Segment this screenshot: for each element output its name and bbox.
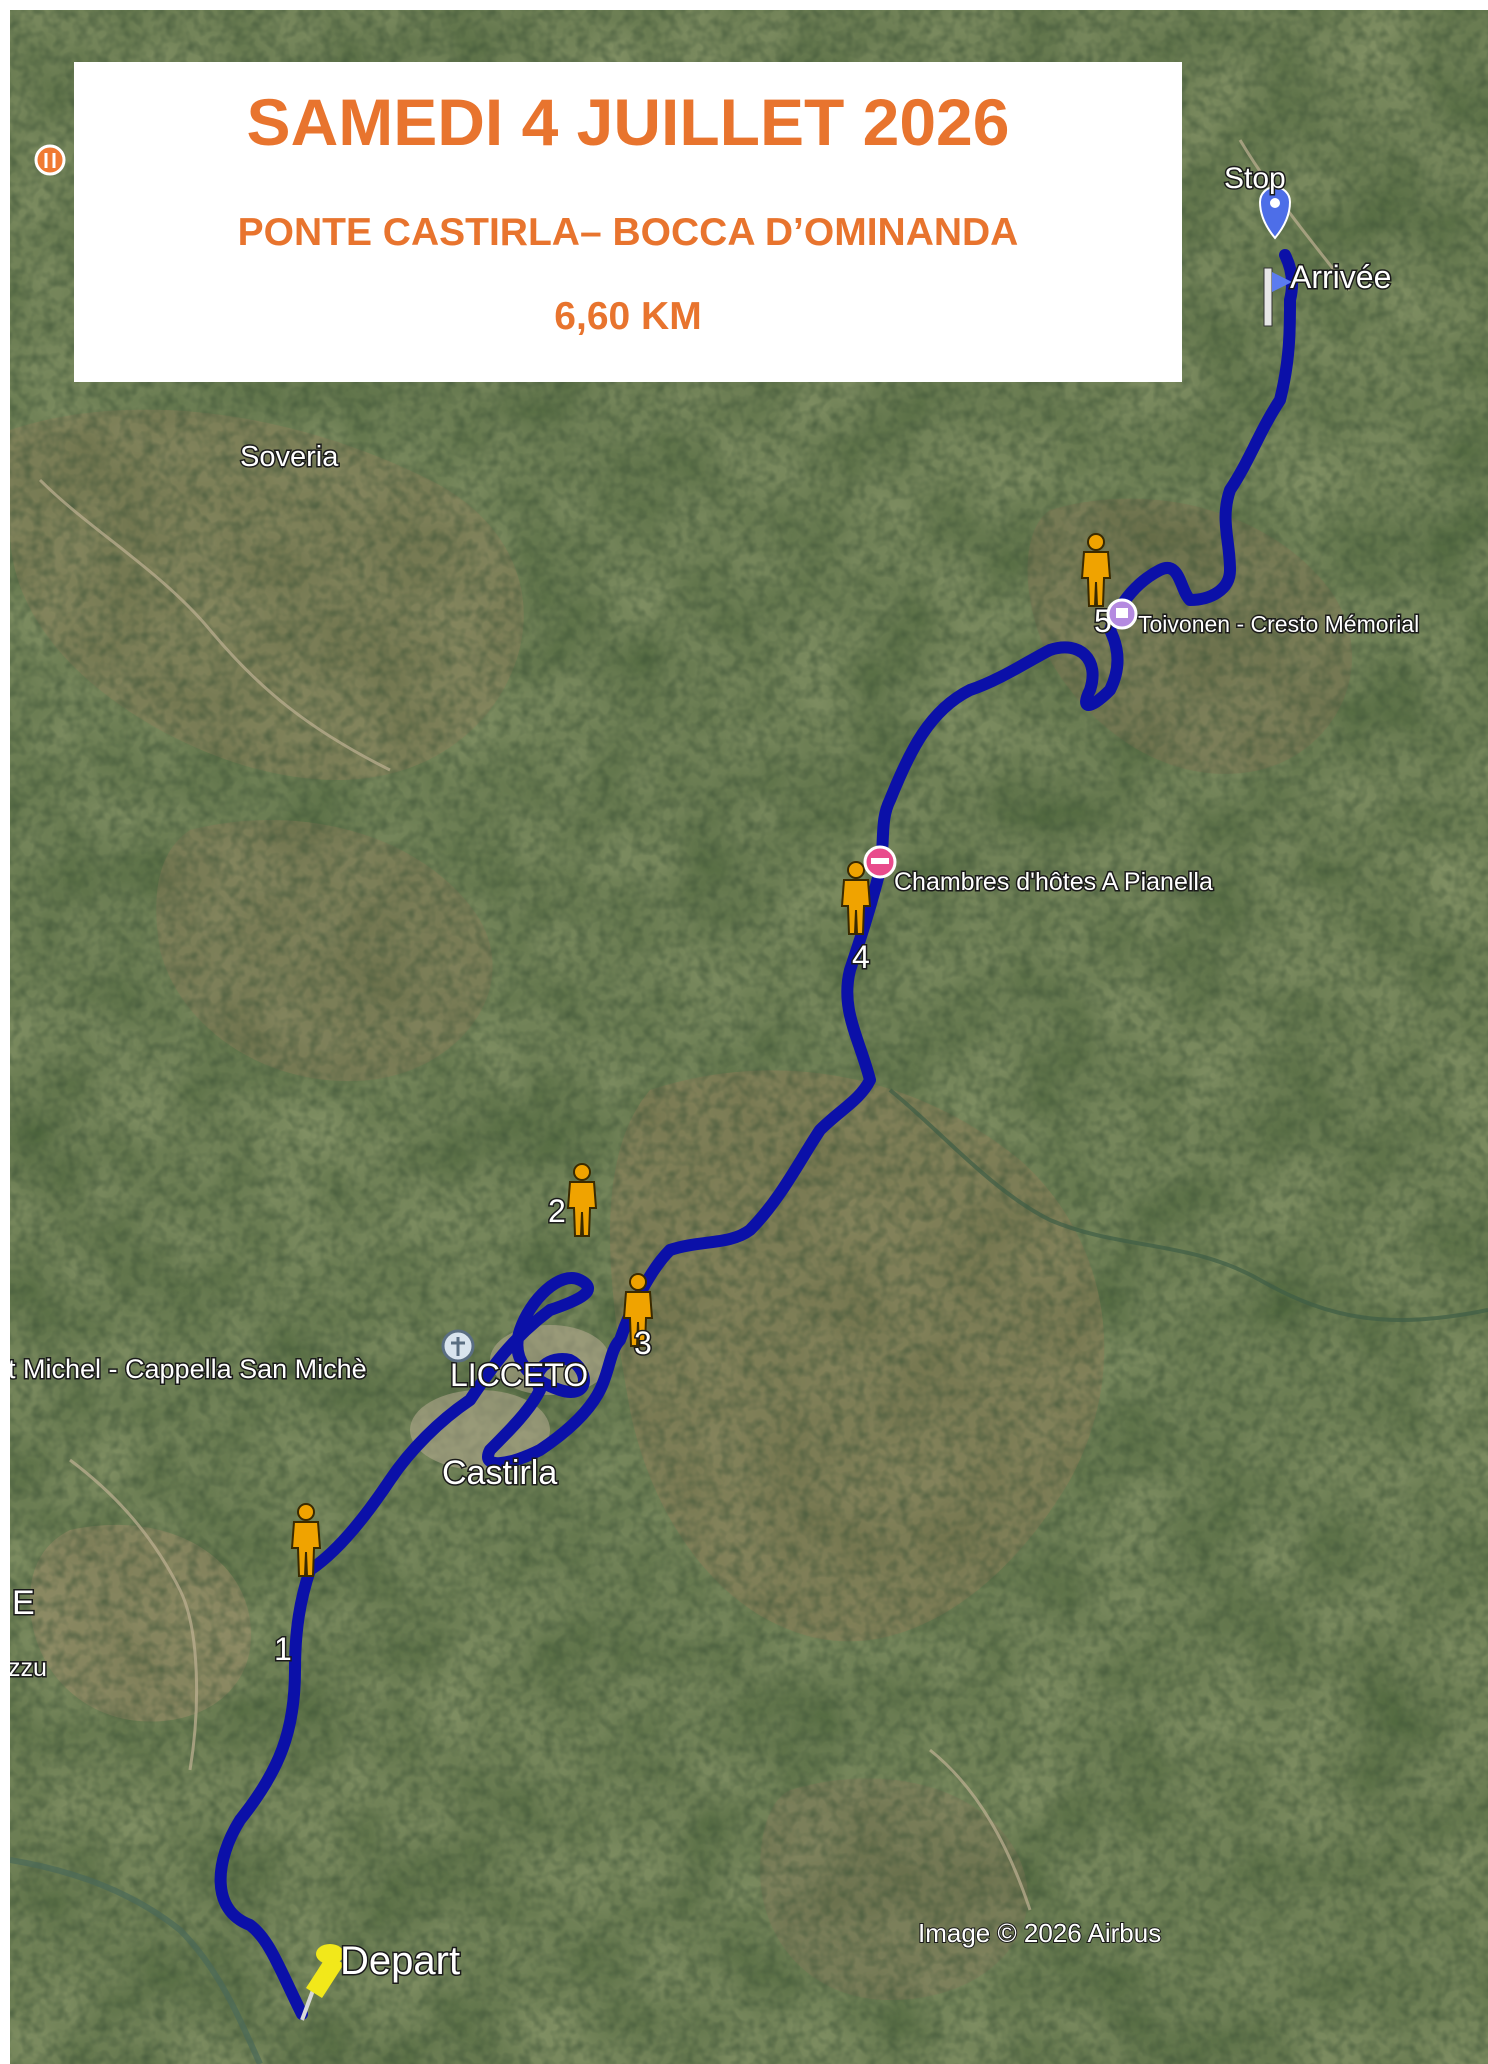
start-pushpin-icon[interactable] [300, 1944, 344, 2021]
route-line [214, 249, 1299, 2020]
stop-pin-icon[interactable] [1258, 186, 1292, 240]
place-label-licceto: LICCETO [450, 1357, 588, 1393]
arrival-flag-icon[interactable] [1263, 267, 1292, 327]
imagery-attribution: Image © 2026 Airbus [918, 1918, 1161, 1948]
place-label-edge-zzu: zzu [10, 1654, 47, 1682]
poi-orange-icon[interactable] [34, 144, 66, 176]
place-label-castirla: Castirla [442, 1454, 557, 1492]
pegman-icon[interactable] [290, 1503, 322, 1577]
guesthouse-icon[interactable] [863, 845, 897, 879]
pegman-icon[interactable] [840, 861, 872, 935]
place-label-memorial: Toivonen - Cresto Mémorial [1138, 611, 1419, 637]
river [888, 1088, 1488, 1322]
chapel-icon[interactable] [441, 1329, 475, 1363]
route-distance: 6,60 KM [554, 295, 702, 338]
stop-label: Stop [1224, 162, 1286, 195]
pegman-icon[interactable] [622, 1273, 654, 1347]
event-date-title: SAMEDI 4 JUILLET 2026 [246, 85, 1010, 159]
memorial-icon[interactable] [1106, 598, 1138, 630]
place-label-chapel: t Michel - Cappella San Michè [10, 1354, 367, 1384]
route-name: PONTE CASTIRLA– BOCCA D’OMINANDA [237, 211, 1019, 254]
waypoint-number: 4 [852, 939, 870, 975]
waypoint-number: 1 [274, 1631, 292, 1667]
pegman-icon[interactable] [566, 1163, 598, 1237]
title-panel: SAMEDI 4 JUILLET 2026 PONTE CASTIRLA– BO… [74, 62, 1182, 382]
arrival-label: Arrivée [1290, 259, 1391, 295]
waypoint-number: 3 [634, 1325, 652, 1361]
waypoint-number: 2 [548, 1193, 566, 1229]
pegman-icon[interactable] [1080, 533, 1112, 607]
minor-roads [38, 139, 1352, 1911]
start-label: Depart [340, 1939, 460, 1983]
place-label-guesthouse: Chambres d'hôtes A Pianella [894, 868, 1213, 896]
river [10, 1857, 263, 2064]
place-label-edge-e: E [12, 1584, 35, 1622]
place-label-soveria: Soveria [240, 441, 339, 473]
